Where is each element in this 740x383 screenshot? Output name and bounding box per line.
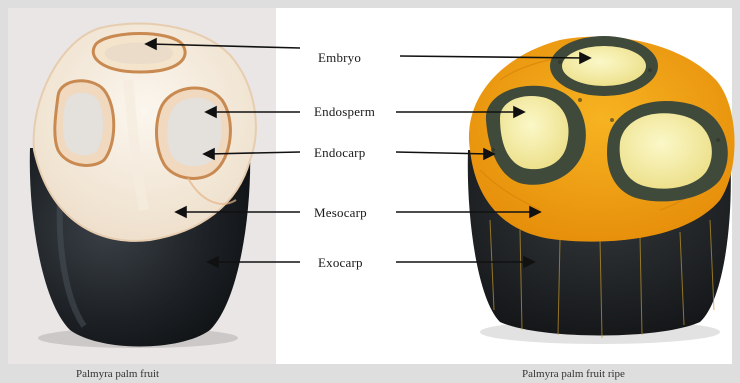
caption-left: Palmyra palm fruit [76, 368, 159, 380]
caption-right: Palmyra palm fruit ripe [522, 368, 625, 380]
right-kernel-right [620, 113, 712, 188]
middle-panel [276, 8, 456, 364]
right-kernel-top [562, 46, 646, 86]
label-embryo: Embryo [318, 50, 361, 66]
label-exocarp: Exocarp [318, 255, 363, 271]
right-fruit [468, 36, 735, 344]
label-endosperm: Endosperm [314, 104, 375, 120]
label-endocarp: Endocarp [314, 145, 365, 161]
left-fruit [30, 24, 256, 348]
label-mesocarp: Mesocarp [314, 205, 367, 221]
